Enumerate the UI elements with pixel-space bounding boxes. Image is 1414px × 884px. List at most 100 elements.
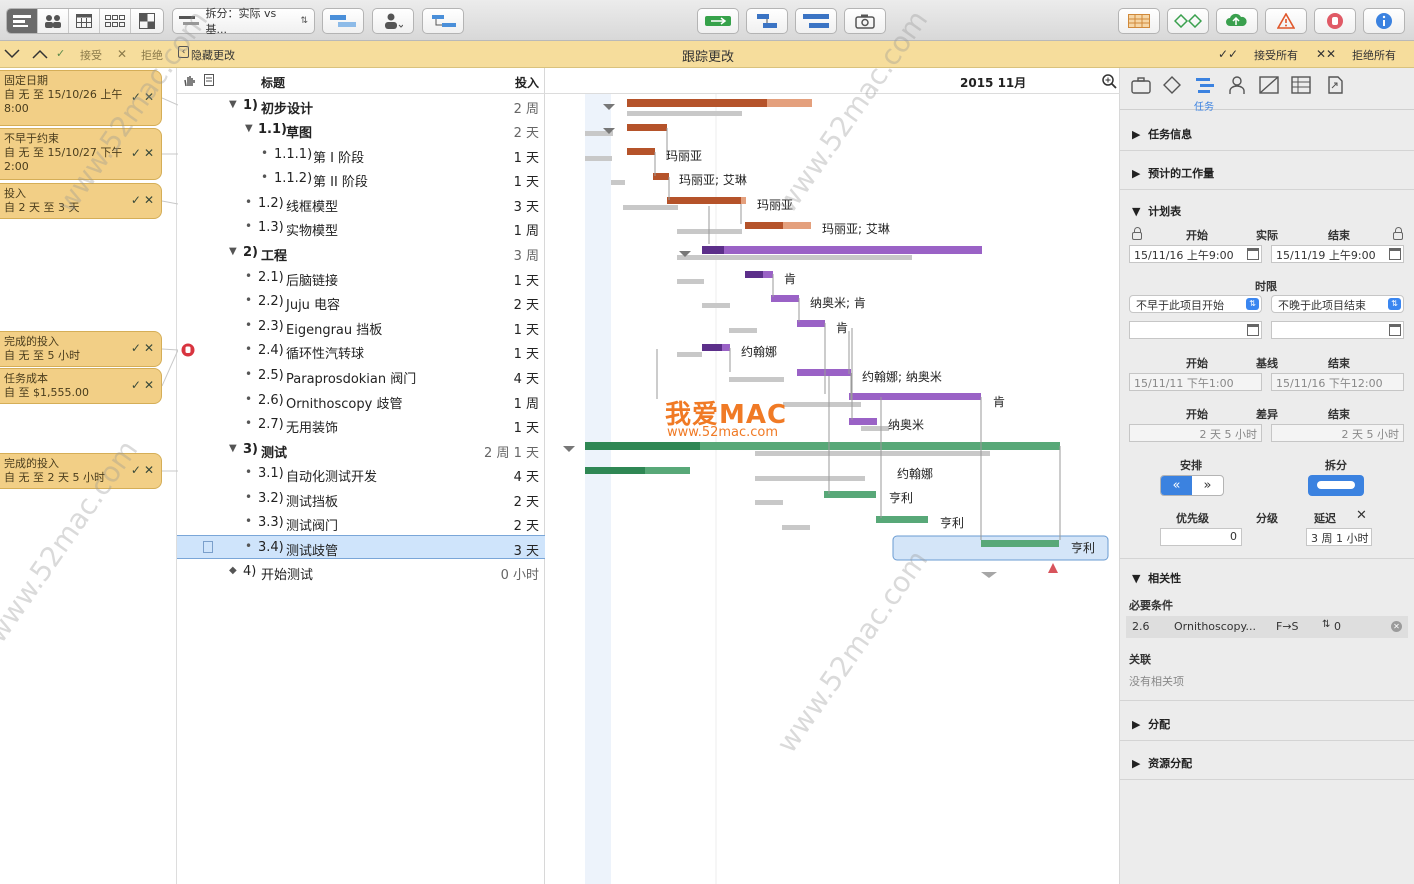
accept-all-button[interactable]: 接受所有	[1254, 49, 1298, 62]
reject-button[interactable]: 拒绝	[141, 49, 163, 62]
disclosure-triangle-icon[interactable]: ▼	[229, 443, 237, 454]
milestone-tab-icon[interactable]	[1161, 75, 1183, 95]
resource-view-icon[interactable]	[38, 9, 69, 33]
split-toggle[interactable]	[1308, 475, 1364, 496]
section-resource-allocation[interactable]: ▶ 资源分配	[1132, 757, 1193, 770]
milestone-view-icon[interactable]	[131, 9, 162, 33]
task-row[interactable]: • 1.2) 线框模型 3 天	[177, 192, 545, 216]
section-estimated-effort[interactable]: ▶ 预计的工作量	[1132, 167, 1215, 180]
start-date-field[interactable]: 15/11/16 上午9:00	[1129, 245, 1262, 263]
hide-changes-link[interactable]: 隐藏更改	[191, 49, 235, 62]
calendar-icon[interactable]	[1247, 324, 1259, 336]
collapse-panel-icon[interactable]: ‹	[178, 46, 189, 58]
document-tab-icon[interactable]	[1324, 75, 1346, 95]
task-row[interactable]: • 2.6) Ornithoscopy 歧管 1 周	[177, 389, 545, 413]
change-note[interactable]: 投入 自 2 天 至 3 天 ✓✕	[0, 183, 162, 219]
accept-reject-icons[interactable]: ✓✕	[130, 341, 157, 355]
inspector-button[interactable]	[1363, 8, 1405, 34]
violations-button[interactable]	[1265, 8, 1307, 34]
lock-icon[interactable]	[1132, 227, 1142, 240]
split-view-select[interactable]: 拆分：实际 vs 基... ⇅	[172, 7, 315, 36]
disclosure-triangle-icon[interactable]: ▼	[229, 246, 237, 257]
task-row[interactable]: ▼ 1) 初步设计 2 周	[177, 94, 545, 118]
connect-tasks-button[interactable]	[422, 8, 464, 34]
constraint-start-select[interactable]: 不早于此项目开始⇅	[1129, 295, 1262, 313]
section-dependencies[interactable]: ▼ 相关性	[1132, 572, 1182, 585]
accept-reject-icons[interactable]: ✓✕	[130, 193, 157, 207]
task-row[interactable]: • 3.2) 测试挡板 2 天	[177, 487, 545, 511]
chevron-updown-icon[interactable]: ⇅	[1322, 619, 1331, 630]
schedule-forward-icon[interactable]: »	[1203, 478, 1212, 493]
network-view-icon[interactable]	[100, 9, 131, 33]
chevron-up-icon[interactable]	[32, 49, 48, 59]
prerequisite-row[interactable]: 2.6 Ornithoscopy... F→S ⇅ 0 ✕	[1126, 616, 1408, 638]
change-note[interactable]: 任务成本 自 至 $1,555.00 ✓✕	[0, 368, 162, 404]
task-row[interactable]: • 1.3) 实物模型 1 周	[177, 216, 545, 240]
critical-path-button[interactable]	[746, 8, 788, 34]
col-title[interactable]: 标题	[261, 76, 286, 90]
task-row[interactable]: ◆ 4) 开始测试 0 小时	[177, 560, 545, 584]
calendar-icon[interactable]	[1389, 248, 1401, 260]
disclosure-triangle-icon[interactable]: ▼	[229, 99, 237, 110]
task-row[interactable]: • 2.4) 循环性汽转球 1 天	[177, 339, 545, 363]
briefcase-tab-icon[interactable]	[1130, 75, 1152, 95]
change-note[interactable]: 完成的投入 自 无 至 5 小时 ✓✕	[0, 331, 162, 367]
slack-button[interactable]	[795, 8, 837, 34]
snapshot-button[interactable]	[844, 8, 886, 34]
task-row-selected[interactable]: • 3.4) 测试歧管 3 天	[177, 535, 545, 559]
calendar-icon[interactable]	[1247, 248, 1259, 260]
level-resources-button[interactable]	[697, 8, 739, 34]
calendar-view-icon[interactable]	[69, 9, 100, 33]
task-row[interactable]: ▼ 3) 测试 2 周 1 天	[177, 438, 545, 462]
constraint-end-date-field[interactable]	[1271, 321, 1404, 339]
end-date-field[interactable]: 15/11/19 上午9:00	[1271, 245, 1404, 263]
resource-tab-icon[interactable]	[1226, 75, 1248, 95]
schedule-backward-icon[interactable]: «	[1161, 476, 1192, 495]
accept-reject-icons[interactable]: ✓✕	[130, 146, 157, 160]
change-note[interactable]: 不早于约束 自 无 至 15/10/27 下午 2:00 ✓✕	[0, 128, 162, 180]
section-task-info[interactable]: ▶ 任务信息	[1132, 128, 1193, 141]
task-row[interactable]: ▼ 1.1) 草图 2 天	[177, 118, 545, 142]
task-row[interactable]: • 2.1) 后脑链接 1 天	[177, 266, 545, 290]
accept-reject-icons[interactable]: ✓✕	[130, 378, 157, 392]
hide-changes-button[interactable]	[1314, 8, 1356, 34]
note-icon[interactable]	[203, 541, 213, 553]
publish-button[interactable]	[1216, 8, 1258, 34]
task-row[interactable]: • 3.3) 测试阀门 2 天	[177, 511, 545, 535]
clear-delay-icon[interactable]: ✕	[1356, 508, 1367, 523]
accept-reject-icons[interactable]: ✓✕	[130, 90, 157, 104]
zoom-icon[interactable]	[1102, 74, 1117, 89]
change-note[interactable]: 固定日期 自 无 至 15/10/26 上午 8:00 ✓✕	[0, 70, 162, 126]
constraint-start-date-field[interactable]	[1129, 321, 1262, 339]
milestone-style-button[interactable]	[1167, 8, 1209, 34]
baseline-button[interactable]	[322, 8, 364, 34]
calendar-icon[interactable]	[1389, 324, 1401, 336]
change-note[interactable]: 完成的投入 自 无 至 2 天 5 小时 ✓✕	[0, 453, 162, 489]
constraint-end-select[interactable]: 不晚于此项目结束⇅	[1271, 295, 1404, 313]
disclosure-triangle-icon[interactable]: ▼	[245, 123, 253, 134]
task-row[interactable]: • 1.1.2) 第 II 阶段 1 天	[177, 167, 545, 191]
table-style-button[interactable]	[1118, 8, 1160, 34]
lock-icon[interactable]	[1393, 227, 1403, 240]
task-row[interactable]: ▼ 2) 工程 3 周	[177, 241, 545, 265]
task-row[interactable]: • 3.1) 自动化测试开发 4 天	[177, 462, 545, 486]
task-row[interactable]: • 2.2) Juju 电容 2 天	[177, 290, 545, 314]
assign-resource-button[interactable]	[372, 8, 414, 34]
gantt-view-icon[interactable]	[7, 9, 38, 33]
accept-reject-icons[interactable]: ✓✕	[130, 463, 157, 477]
priority-field[interactable]: 0	[1160, 528, 1242, 546]
delay-field[interactable]: 3 周 1 小时	[1306, 528, 1372, 546]
reject-all-button[interactable]: 拒绝所有	[1352, 49, 1396, 62]
style-tab-icon[interactable]	[1258, 75, 1280, 95]
task-row[interactable]: • 1.1.1) 第 I 阶段 1 天	[177, 143, 545, 167]
chevron-down-icon[interactable]	[4, 49, 20, 59]
section-allocation[interactable]: ▶ 分配	[1132, 718, 1171, 731]
table-tab-icon[interactable]	[1290, 75, 1312, 95]
section-schedule[interactable]: ▼ 计划表	[1132, 205, 1182, 218]
task-tab-icon[interactable]	[1194, 75, 1216, 95]
col-effort[interactable]: 投入	[514, 76, 539, 90]
task-row[interactable]: • 2.5) Paraprosdokian 阀门 4 天	[177, 364, 545, 388]
task-row[interactable]: • 2.7) 无用装饰 1 天	[177, 413, 545, 437]
remove-prereq-icon[interactable]: ✕	[1391, 621, 1402, 632]
task-row[interactable]: • 2.3) Eigengrau 挡板 1 天	[177, 315, 545, 339]
